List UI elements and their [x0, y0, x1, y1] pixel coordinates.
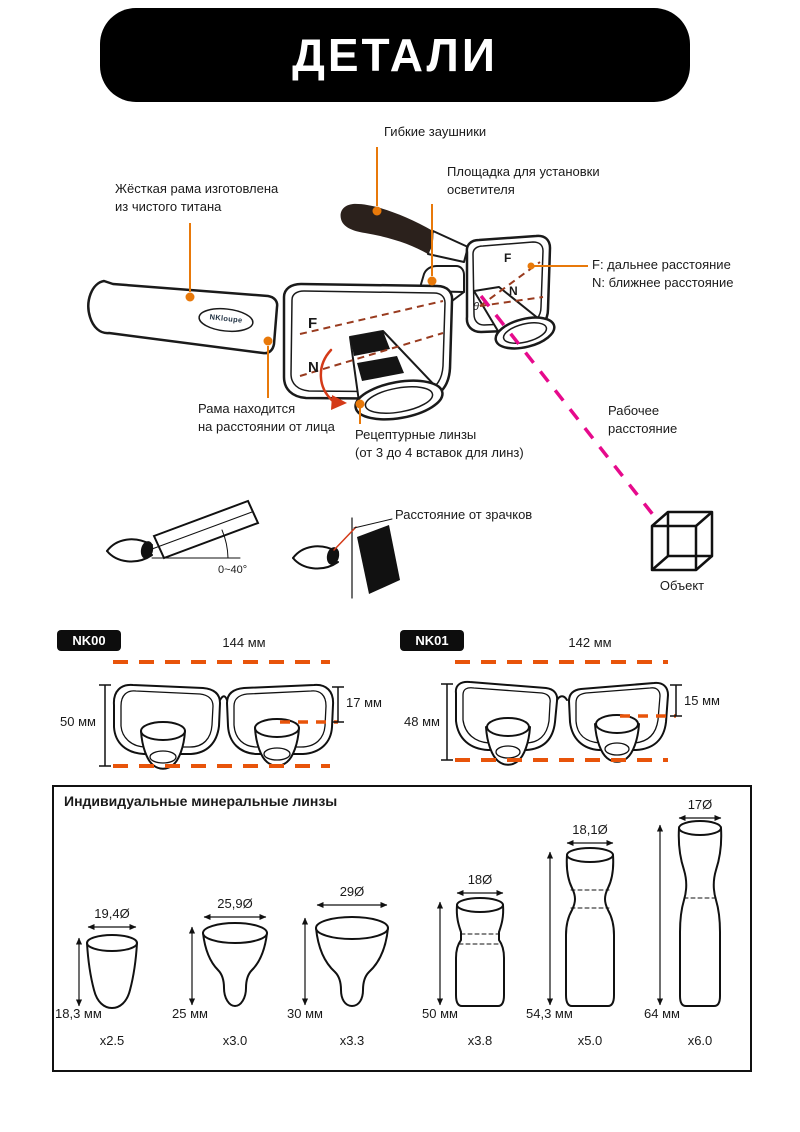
label-object: Объект [659, 578, 705, 593]
nk00-measures [99, 660, 344, 768]
label-rigid-frame: Жёсткая рама изготовлена из чистого тита… [115, 181, 279, 214]
temple-tip [340, 203, 434, 254]
lens-diameter: 17Ø [687, 797, 713, 812]
callout-dots [185, 206, 535, 409]
nk01-frame-drawing [454, 680, 669, 766]
label-n-right: N [509, 284, 518, 298]
lens-magnification: x6.0 [687, 1033, 713, 1048]
lens-diameter: 18Ø [467, 872, 493, 887]
lens-height: 54,3 мм [526, 1006, 573, 1021]
lens-height: 18,3 мм [55, 1006, 102, 1021]
page-title: ДЕТАЛИ [292, 29, 498, 81]
label-n-left: N [308, 359, 319, 376]
right-temple [427, 230, 469, 263]
model-badge-nk01: NK01 [400, 630, 464, 651]
label-prescription-lenses: Рецептурные линзы (от 3 до 4 вставок для… [355, 427, 524, 460]
nk00-width: 144 мм [222, 635, 266, 650]
lens-diameter: 25,9Ø [217, 896, 253, 911]
label-f-right: F [504, 251, 512, 265]
brand-logo-text: NKloupe [209, 312, 243, 325]
loupe-glasses-illustration [87, 203, 556, 421]
mineral-lenses-box [52, 785, 752, 1072]
lens-height: 50 мм [422, 1006, 458, 1021]
lens-magnification: x3.0 [222, 1033, 248, 1048]
lens-diameter: 29Ø [339, 884, 365, 899]
nk01-measures [441, 660, 682, 762]
light-mount-platform [418, 265, 465, 293]
left-loupe-lens [354, 379, 444, 421]
lens-height: 25 мм [172, 1006, 208, 1021]
lens-box-title: Индивидуальные минеральные линзы [64, 793, 338, 809]
nk01-lens-height: 48 мм [404, 714, 440, 729]
pupil-distance-diagram [292, 517, 400, 599]
lens-height: 64 мм [644, 1006, 680, 1021]
model-badge-nk00: NK00 [57, 630, 121, 651]
label-fn-legend: F: дальнее расстояние N: ближнее расстоя… [592, 257, 734, 290]
lens-magnification: x3.3 [339, 1033, 365, 1048]
header-banner: ДЕТАЛИ [100, 8, 690, 102]
nk00-frame-drawing [112, 683, 335, 770]
angle-diagram [106, 499, 260, 563]
lens-diameter: 18,1Ø [572, 822, 608, 837]
label-light-mount: Площадка для установки осветителя [447, 164, 600, 197]
nk00-lens-height: 50 мм [60, 714, 96, 729]
object-cube [650, 510, 714, 572]
label-theta: θ [473, 301, 479, 313]
nk01-width: 142 мм [568, 635, 612, 650]
label-frame-distance: Рама находится на расстоянии от лица [198, 401, 335, 434]
nk00-loupe-drop: 17 мм [346, 695, 382, 710]
left-loupe-cone [349, 330, 441, 410]
label-working-distance: Рабочее расстояние [608, 403, 678, 436]
label-angle: 0~40° [218, 564, 248, 576]
lens-diameter: 19,4Ø [94, 906, 130, 921]
lens-magnification: x5.0 [577, 1033, 603, 1048]
label-f-left: F [308, 315, 318, 332]
label-flexible-temples: Гибкие заушники [384, 124, 487, 139]
nk01-loupe-drop: 15 мм [684, 693, 720, 708]
lens-height: 30 мм [287, 1006, 323, 1021]
right-loupe-lens [494, 316, 556, 350]
label-pupil-distance: Расстояние от зрачков [395, 507, 533, 522]
lens-magnification: x3.8 [467, 1033, 493, 1048]
sight-lines [299, 261, 544, 377]
left-lens [282, 282, 454, 401]
lens-magnification: x2.5 [99, 1033, 125, 1048]
